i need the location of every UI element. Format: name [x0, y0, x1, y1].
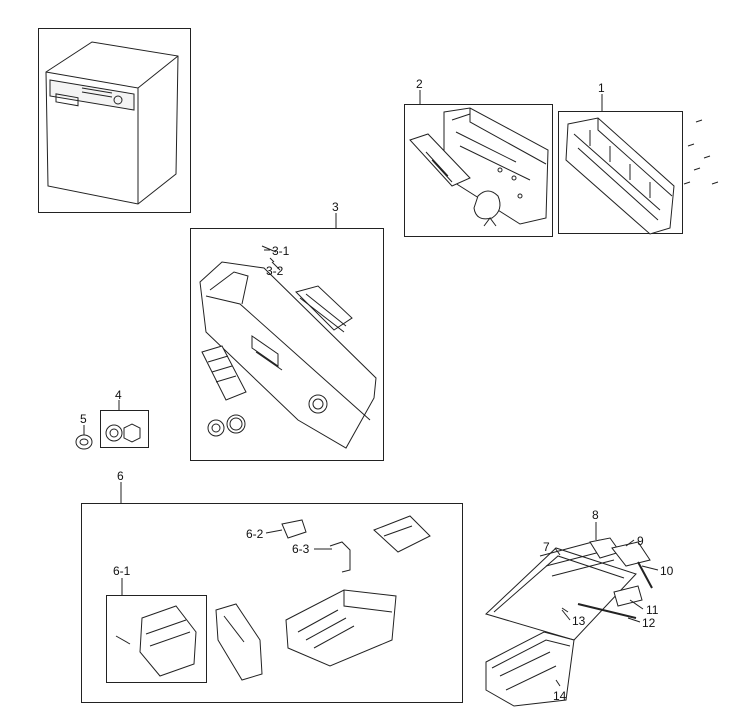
part-2-frame [404, 104, 553, 237]
label-part-11: 11 [646, 603, 659, 617]
label-part-3: 3 [332, 200, 339, 214]
machine-overview-frame [38, 28, 191, 213]
part-1-panel-frame [565, 117, 719, 235]
label-part-7: 7 [543, 540, 550, 554]
label-part-2: 2 [416, 77, 423, 91]
label-part-9: 9 [637, 534, 644, 548]
part-3-frame [190, 228, 384, 461]
part-6-1-frame [106, 595, 207, 683]
label-part-1: 1 [598, 81, 605, 95]
part-3-control-panel [199, 245, 377, 449]
part-2-pcb-assembly [409, 107, 549, 227]
label-part-13: 13 [572, 614, 586, 628]
label-part-4: 4 [115, 388, 122, 402]
part-4-knob [105, 423, 141, 443]
label-part-3-1: 3-1 [272, 244, 290, 258]
part-6-drawer-assembly [215, 515, 431, 681]
washer-cabinet-illustration [45, 41, 179, 205]
label-part-3-2: 3-2 [266, 264, 284, 278]
label-part-12: 12 [642, 616, 656, 630]
label-part-6-3: 6-3 [292, 542, 310, 556]
label-part-5: 5 [80, 412, 87, 426]
dispenser-housing-assembly [485, 537, 653, 707]
label-part-6-2: 6-2 [246, 527, 264, 541]
label-part-8: 8 [592, 508, 599, 522]
label-part-6-1: 6-1 [113, 564, 131, 578]
leader-lines [83, 90, 659, 687]
label-part-6: 6 [117, 469, 124, 483]
label-part-14: 14 [553, 689, 567, 703]
part-6-1-drawer-handle [115, 605, 197, 677]
part-5-knob-cap [75, 434, 93, 450]
label-part-10: 10 [660, 564, 674, 578]
part-1-frame [558, 111, 683, 234]
part-6-frame [81, 503, 463, 703]
part-4-frame [100, 410, 149, 448]
